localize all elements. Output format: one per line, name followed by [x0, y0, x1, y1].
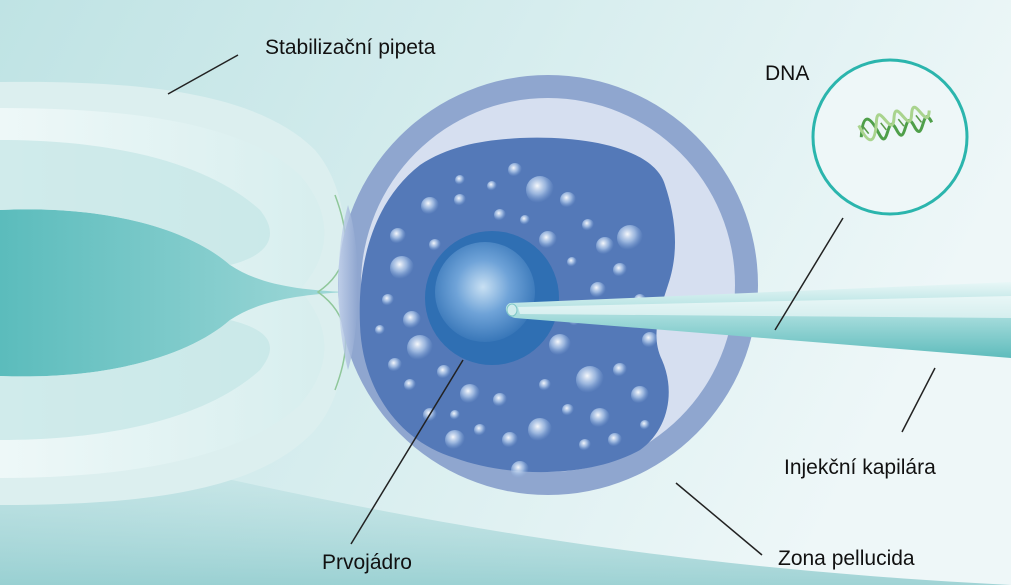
- vesicle: [590, 408, 610, 428]
- vesicle: [596, 237, 614, 255]
- vesicle: [445, 430, 465, 450]
- vesicle: [375, 325, 385, 335]
- vesicle: [454, 194, 466, 206]
- vesicle: [526, 176, 554, 204]
- vesicle: [388, 358, 402, 372]
- vesicle: [429, 239, 441, 251]
- vesicle: [494, 209, 506, 221]
- pronucleus-core: [435, 242, 535, 342]
- vesicle: [404, 379, 416, 391]
- vesicle: [493, 393, 507, 407]
- vesicle: [437, 365, 451, 379]
- vesicle: [590, 282, 606, 298]
- vesicle: [403, 311, 421, 329]
- vesicle: [450, 410, 460, 420]
- vesicle: [390, 228, 406, 244]
- vesicle: [579, 439, 591, 451]
- vesicle: [608, 433, 622, 447]
- vesicle: [560, 192, 576, 208]
- dna-inset: [813, 60, 967, 214]
- label-pronucleus: Prvojádro: [322, 552, 412, 573]
- vesicle: [487, 181, 497, 191]
- vesicle: [511, 461, 529, 479]
- capillary-tip: [507, 304, 517, 316]
- vesicle: [421, 197, 439, 215]
- vesicle: [549, 334, 571, 356]
- vesicle: [474, 424, 486, 436]
- label-zona-pellucida: Zona pellucida: [778, 548, 915, 569]
- vesicle: [613, 263, 627, 277]
- zygote: [338, 75, 758, 495]
- label-stabilization-pipette: Stabilizační pipeta: [265, 37, 435, 58]
- vesicle: [613, 363, 627, 377]
- vesicle: [539, 379, 551, 391]
- vesicle: [455, 175, 465, 185]
- vesicle: [582, 219, 594, 231]
- vesicle: [567, 257, 577, 267]
- vesicle: [382, 294, 394, 306]
- label-injection-capillary: Injekční kapilára: [784, 457, 936, 478]
- vesicle: [562, 404, 574, 416]
- vesicle: [617, 225, 643, 251]
- dna-circle: [813, 60, 967, 214]
- label-dna: DNA: [765, 63, 809, 84]
- stabilization-pipette: [0, 82, 347, 505]
- vesicle: [520, 215, 530, 225]
- vesicle: [390, 256, 414, 280]
- vesicle: [528, 418, 552, 442]
- vesicle: [539, 231, 557, 249]
- vesicle: [502, 432, 518, 448]
- vesicle: [640, 420, 650, 430]
- vesicle: [508, 163, 522, 177]
- vesicle: [631, 386, 649, 404]
- vesicle: [460, 384, 480, 404]
- vesicle: [407, 335, 433, 361]
- vesicle: [642, 332, 658, 348]
- vesicle: [576, 366, 604, 394]
